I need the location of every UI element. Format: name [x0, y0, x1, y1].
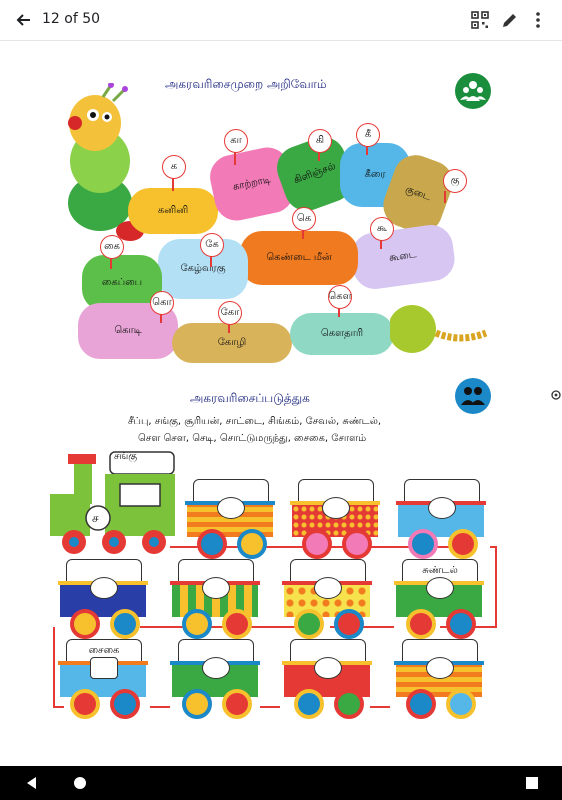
word-list-line2: சௌ சௌ, செடி, சொட்டுமருந்து, சைகை, சோளம் — [138, 433, 367, 444]
letter-bubble-ko: கொ — [150, 291, 174, 315]
segment-koodai: கூடை — [348, 222, 458, 292]
people-icon — [460, 81, 486, 101]
train-engine-icon — [50, 451, 175, 554]
wagon-r2-1 — [58, 559, 148, 645]
section2-heading: அகரவரிசைப்படுத்துக — [190, 391, 310, 405]
letter-bubble-ke: கெ — [292, 207, 316, 231]
letter-bubble-kau: கௌ — [328, 285, 352, 309]
caterpillar-head-icon — [68, 83, 144, 241]
wagon-roof-word-2: சைகை — [66, 639, 142, 663]
wagon-r3-3 — [282, 639, 372, 725]
word-list-line1: சீப்பு, சங்கு, சூரியன், சாட்டை, சிங்கம்,… — [128, 416, 382, 427]
group-badge-icon — [455, 73, 491, 109]
segment-kaippai: கைப்பை — [82, 255, 162, 311]
segment-kendai-meen: கெண்டை மீன் — [240, 231, 358, 285]
page-indicator: 12 of 50 — [42, 11, 101, 27]
segment-kowthari: கௌதாரி — [290, 313, 394, 355]
letter-bubble-ku: கு — [443, 169, 467, 193]
segment-kanini: கனினி — [128, 188, 218, 234]
circle-home-icon[interactable] — [72, 775, 88, 791]
caterpillar-tail-icon — [390, 305, 488, 353]
arrow-left-icon[interactable] — [14, 10, 34, 30]
wagon-r1-2 — [290, 479, 380, 565]
book-page: அகரவரிசைமுறை அறிவோம் கனினி காற்றாடி கிளி… — [0, 41, 562, 785]
more-vert-icon[interactable] — [528, 10, 548, 30]
segment-kozhi: கோழி — [172, 323, 292, 363]
letter-bubble-kai: கை — [100, 235, 124, 259]
letter-bubble-koa: கோ — [218, 301, 242, 325]
engine-roof-word: சங்கு — [114, 451, 138, 462]
wagon-r3-1: சைகை — [58, 639, 148, 725]
wagon-r3-2 — [170, 639, 260, 725]
letter-bubble-kae: கே — [200, 233, 224, 257]
letter-bubble-kee: கீ — [356, 123, 380, 147]
engine-letter: ச — [92, 511, 99, 525]
section1-heading: அகரவரிசைமுறை அறிவோம் — [165, 77, 327, 91]
wagon-r2-4: சுண்டல் — [394, 559, 484, 645]
triangle-back-icon[interactable] — [24, 775, 40, 791]
pencil-icon[interactable] — [500, 10, 520, 30]
crosshair-icon[interactable] — [550, 389, 562, 401]
letter-bubble-kaa: கா — [224, 129, 248, 153]
wagon-r2-3 — [282, 559, 372, 645]
people-pair-icon — [461, 387, 485, 405]
system-nav-bar — [0, 766, 562, 800]
letter-bubble-ki: கி — [308, 129, 332, 153]
wagon-r2-2 — [170, 559, 260, 645]
pair-badge-icon — [455, 378, 491, 414]
square-recent-icon[interactable] — [524, 775, 540, 791]
wagon-r1-3 — [396, 479, 486, 565]
letter-bubble-koo: கூ — [370, 217, 394, 241]
app-bar: 12 of 50 — [0, 0, 562, 41]
wagon-r1-1 — [185, 479, 275, 565]
letter-bubble-ka: க — [162, 155, 186, 179]
qr-code-icon[interactable] — [470, 10, 490, 30]
wagon-r3-4 — [394, 639, 484, 725]
